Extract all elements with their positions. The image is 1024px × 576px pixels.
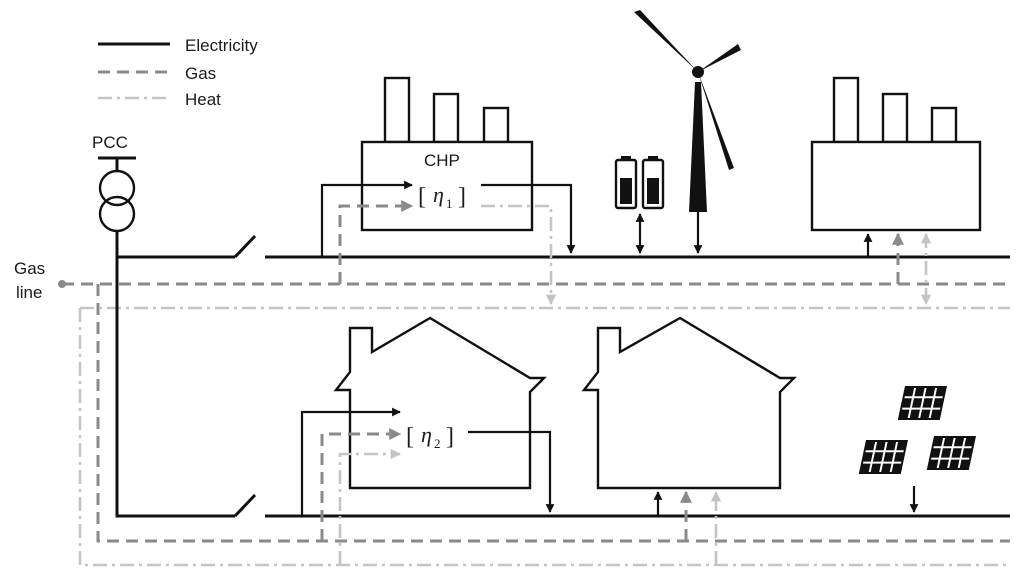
factory-chimney-3: [930, 106, 958, 144]
gas-line-source: Gas line: [14, 259, 66, 302]
chp-elec-output: [481, 183, 576, 254]
eta2-bracket-left: [: [406, 424, 414, 450]
factory-chimney-1: [832, 76, 860, 144]
house-1-gas-input: [320, 428, 402, 541]
factory-body: [810, 140, 982, 232]
eta2-bracket-right: ]: [446, 424, 454, 450]
turbine-tower: [689, 82, 707, 212]
house-2: [581, 316, 797, 565]
legend-electricity-label: Electricity: [185, 36, 258, 55]
pcc-label: PCC: [92, 133, 128, 152]
switch-upper[interactable]: [233, 234, 257, 259]
house-1: [ η 2 ]: [333, 316, 547, 490]
wind-turbine: [634, 10, 741, 254]
turbine-blade-right: [698, 44, 741, 72]
turbine-blade-up: [634, 10, 698, 72]
industrial-load: [810, 76, 982, 306]
chp-heat-output: [481, 204, 557, 306]
switch-lower[interactable]: [233, 493, 257, 518]
house-1-outline: [333, 316, 547, 490]
house-1-elec-output: [468, 430, 555, 513]
legend: Electricity Gas Heat: [98, 36, 258, 109]
legend-heat-label: Heat: [185, 90, 221, 109]
solar-panel-1: [897, 386, 947, 420]
battery-terminal-1: [621, 156, 631, 161]
legend-gas-label: Gas: [185, 64, 216, 83]
solar-panel-3: [926, 436, 976, 470]
gas-line-label-2: line: [16, 283, 42, 302]
battery-charge-1: [620, 178, 632, 204]
feeder-trunk: [115, 231, 235, 518]
transformer-coil-bottom: [98, 195, 136, 233]
solar-panel-2: [858, 440, 908, 474]
eta1-subscript: 1: [446, 196, 453, 211]
turbine-blade-down: [698, 72, 734, 170]
battery-terminal-2: [648, 156, 658, 161]
battery-charge-2: [647, 178, 659, 204]
gas-line-label-1: Gas: [14, 259, 45, 278]
transformer-coil-top: [98, 169, 136, 207]
factory-chimney-2: [881, 92, 909, 144]
house-1-elec-input: [300, 407, 401, 516]
eta1-bracket-left: [: [418, 184, 426, 210]
eta1-symbol: η: [433, 182, 444, 207]
gas-main-lower: [96, 284, 1010, 543]
house-1-heat-input: [338, 448, 402, 565]
eta2-symbol: η: [421, 422, 432, 447]
solar-panels: [858, 386, 976, 513]
house-2-outline: [581, 316, 797, 490]
eta2-subscript: 2: [434, 436, 441, 451]
chp-gas-input: [338, 200, 414, 284]
chp-chimney-2: [432, 92, 460, 144]
pcc-transformer: PCC: [92, 133, 136, 233]
chp-chimney-1: [383, 76, 411, 144]
chp-label: CHP: [424, 151, 460, 170]
chp-chimney-3: [482, 106, 510, 144]
turbine-hub: [692, 66, 704, 78]
battery-storage: [614, 156, 665, 254]
chp-elec-input: [320, 180, 413, 257]
electric-feeders: [115, 231, 1010, 518]
heat-main-lower: [78, 308, 1010, 567]
eta1-bracket-right: ]: [458, 184, 466, 210]
